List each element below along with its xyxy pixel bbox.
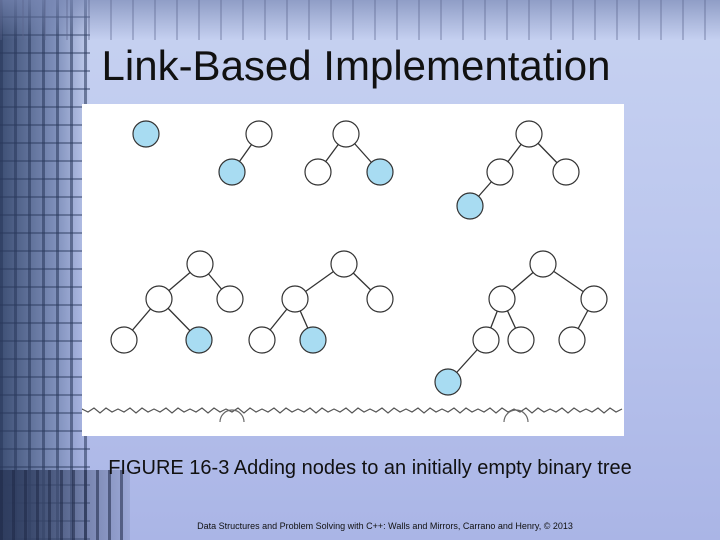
- tree-node: [529, 250, 557, 278]
- slide-title: Link-Based Implementation: [101, 42, 611, 89]
- tree-7: [434, 250, 608, 396]
- tree-node: [507, 326, 535, 354]
- tree-4: [456, 120, 580, 220]
- tree-node: [515, 120, 543, 148]
- torn-edge: [82, 407, 623, 414]
- tree-node: [145, 285, 173, 313]
- slide-footer: Data Structures and Problem Solving with…: [197, 521, 573, 531]
- tree-node-new: [218, 158, 246, 186]
- figure-binary-trees: [82, 104, 624, 436]
- tree-node: [552, 158, 580, 186]
- tree-node: [281, 285, 309, 313]
- figure-caption: FIGURE 16-3 Adding nodes to an initially…: [108, 457, 632, 479]
- tree-node: [110, 326, 138, 354]
- tree-node: [330, 250, 358, 278]
- tree-node: [472, 326, 500, 354]
- tree-node-new: [456, 192, 484, 220]
- tree-node-new: [434, 368, 462, 396]
- tree-6: [248, 250, 394, 354]
- tree-node: [488, 285, 516, 313]
- tree-5: [110, 250, 244, 354]
- binary-tree-diagrams: [82, 120, 623, 423]
- tree-node: [486, 158, 514, 186]
- tree-node-new: [185, 326, 213, 354]
- tree-node: [580, 285, 608, 313]
- tree-node-new: [132, 120, 160, 148]
- tree-node: [245, 120, 273, 148]
- tree-node: [304, 158, 332, 186]
- tree-node: [366, 285, 394, 313]
- tree-node: [558, 326, 586, 354]
- background-building-top: [0, 0, 720, 40]
- tree-2: [218, 120, 273, 186]
- tree-node: [186, 250, 214, 278]
- tree-node-new: [299, 326, 327, 354]
- background-building-left: [0, 0, 90, 540]
- tree-node-new: [366, 158, 394, 186]
- tree-3: [304, 120, 394, 186]
- tree-node: [248, 326, 276, 354]
- tree-node-partial: [503, 409, 529, 423]
- tree-node: [332, 120, 360, 148]
- tree-1: [132, 120, 160, 148]
- tree-node: [216, 285, 244, 313]
- background-building-bottom: [0, 470, 130, 540]
- tree-node-partial: [219, 409, 245, 423]
